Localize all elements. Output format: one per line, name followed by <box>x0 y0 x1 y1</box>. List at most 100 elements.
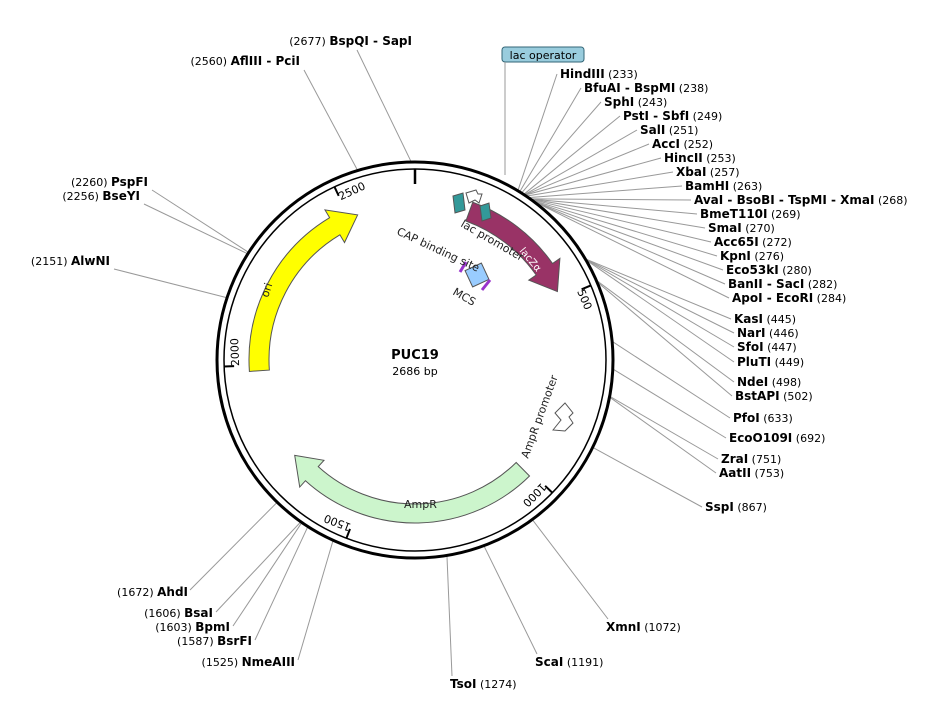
site-label[interactable]: (1603) BpmI <box>155 620 230 634</box>
site-leader-line <box>297 541 334 661</box>
site-name: XbaI <box>676 165 706 179</box>
site-label[interactable]: Eco53kI (280) <box>726 263 812 277</box>
site-label[interactable]: PfoI (633) <box>733 411 793 425</box>
site-name: AccI <box>652 137 680 151</box>
site-label[interactable]: KasI (445) <box>734 312 796 326</box>
site-label[interactable]: XbaI (257) <box>676 165 739 179</box>
site-label[interactable]: (2260) PspFI <box>71 175 148 189</box>
site-leader-line <box>597 281 735 383</box>
site-position: (252) <box>680 138 713 151</box>
site-label[interactable]: (1672) AhdI <box>117 585 188 599</box>
site-label[interactable]: EcoO109I (692) <box>729 431 825 445</box>
restriction-site-labels: HindIII (233)BfuAI - BspMI (238)SphI (24… <box>31 34 908 691</box>
site-label[interactable]: SphI (243) <box>604 95 667 109</box>
site-label[interactable]: PstI - SbfI (249) <box>623 109 722 123</box>
scale-tick-1000 <box>544 485 554 494</box>
site-label[interactable]: Acc65I (272) <box>714 235 792 249</box>
site-label[interactable]: BfuAI - BspMI (238) <box>584 81 708 95</box>
site-label[interactable]: AatII (753) <box>719 466 784 480</box>
site-leader-line <box>113 268 227 299</box>
site-label[interactable]: XmnI (1072) <box>606 620 681 634</box>
site-label[interactable]: SspI (867) <box>705 500 767 514</box>
site-label[interactable]: SmaI (270) <box>708 221 775 235</box>
lac-operator-box[interactable] <box>479 202 492 222</box>
site-position: (1072) <box>641 621 681 634</box>
site-label[interactable]: HindIII (233) <box>560 67 638 81</box>
site-leader-line <box>537 202 730 299</box>
site-label[interactable]: ApoI - EcoRI (284) <box>732 291 846 305</box>
ampr-promoter-arrow[interactable] <box>552 402 574 432</box>
site-leader-line <box>610 397 717 474</box>
site-leader-line <box>254 527 308 641</box>
site-leader-line <box>517 73 558 190</box>
site-label[interactable]: TsoI (1274) <box>450 677 517 691</box>
site-position: (280) <box>779 264 812 277</box>
scale-tick-500 <box>581 284 592 291</box>
lac-operator-label: lac operator <box>510 49 577 62</box>
site-label[interactable]: ZraI (751) <box>721 452 781 466</box>
site-leader-line <box>215 522 301 613</box>
site-name: KpnI <box>720 249 751 263</box>
site-name: HindIII <box>560 67 605 81</box>
site-label[interactable]: ScaI (1191) <box>535 655 603 669</box>
site-label[interactable]: NdeI (498) <box>737 375 801 389</box>
site-name: NmeAIII <box>242 655 295 669</box>
site-label[interactable]: PluTI (449) <box>737 355 804 369</box>
site-name: BspQI - SapI <box>329 34 412 48</box>
site-leader-line <box>519 87 582 192</box>
site-label[interactable]: (2560) AflIII - PciI <box>191 54 300 68</box>
site-position: (751) <box>748 453 781 466</box>
site-label[interactable]: (1587) BsrFI <box>177 634 252 648</box>
site-name: SspI <box>705 500 734 514</box>
site-label[interactable]: AvaI - BsoBI - TspMI - XmaI (268) <box>694 193 908 207</box>
site-name: NarI <box>737 326 766 340</box>
site-leader-line <box>483 546 538 655</box>
site-position: (257) <box>706 166 739 179</box>
site-label[interactable]: BanII - SacI (282) <box>728 277 837 291</box>
cap-binding-site-box[interactable] <box>452 192 466 214</box>
site-name: BsrFI <box>217 634 252 648</box>
site-label[interactable]: (1606) BsaI <box>144 606 213 620</box>
mcs-feature[interactable] <box>458 261 492 291</box>
site-position: (238) <box>675 82 708 95</box>
site-label[interactable]: AccI (252) <box>652 137 713 151</box>
site-position: (276) <box>751 250 784 263</box>
site-name: PstI - SbfI <box>623 109 689 123</box>
site-name: BmeT110I <box>700 207 768 221</box>
ori-label: ori <box>258 281 275 299</box>
backbone-outer-ring <box>215 160 615 560</box>
site-position: (867) <box>734 501 767 514</box>
site-label[interactable]: (2677) BspQI - SapI <box>289 34 412 48</box>
site-label[interactable]: BmeT110I (269) <box>700 207 801 221</box>
site-leader-line <box>151 189 249 253</box>
site-label[interactable]: (2151) AlwNI <box>31 254 110 268</box>
site-name: BpmI <box>195 620 230 634</box>
lac-promoter-arrow[interactable] <box>465 189 483 204</box>
site-position: (1606) <box>144 607 184 620</box>
site-position: (233) <box>605 68 638 81</box>
site-label[interactable]: SalI (251) <box>640 123 698 137</box>
ori-feature-arrow[interactable] <box>248 209 359 372</box>
site-position: (1672) <box>117 586 157 599</box>
site-position: (2560) <box>191 55 231 68</box>
site-label[interactable]: KpnI (276) <box>720 249 784 263</box>
site-position: (2151) <box>31 255 71 268</box>
site-leader-line <box>524 115 621 195</box>
site-position: (2677) <box>289 35 329 48</box>
site-label[interactable]: BamHI (263) <box>685 179 762 193</box>
ampr-feature-arrow[interactable] <box>294 454 531 524</box>
site-leader-line <box>524 129 638 195</box>
site-label[interactable]: BstAPI (502) <box>735 389 813 403</box>
site-label[interactable]: NarI (446) <box>737 326 799 340</box>
site-label[interactable]: (1525) NmeAIII <box>202 655 295 669</box>
site-name: HincII <box>664 151 703 165</box>
site-label[interactable]: SfoI (447) <box>737 340 797 354</box>
site-name: AflIII - PciI <box>231 54 300 68</box>
site-leader-line <box>356 49 412 162</box>
lacza-feature-arrow[interactable] <box>465 201 561 293</box>
site-position: (268) <box>874 194 907 207</box>
site-label[interactable]: (2256) BseYI <box>62 189 140 203</box>
site-label[interactable]: HincII (253) <box>664 151 736 165</box>
ampr-promoter-label: AmpR promoter <box>519 373 561 460</box>
